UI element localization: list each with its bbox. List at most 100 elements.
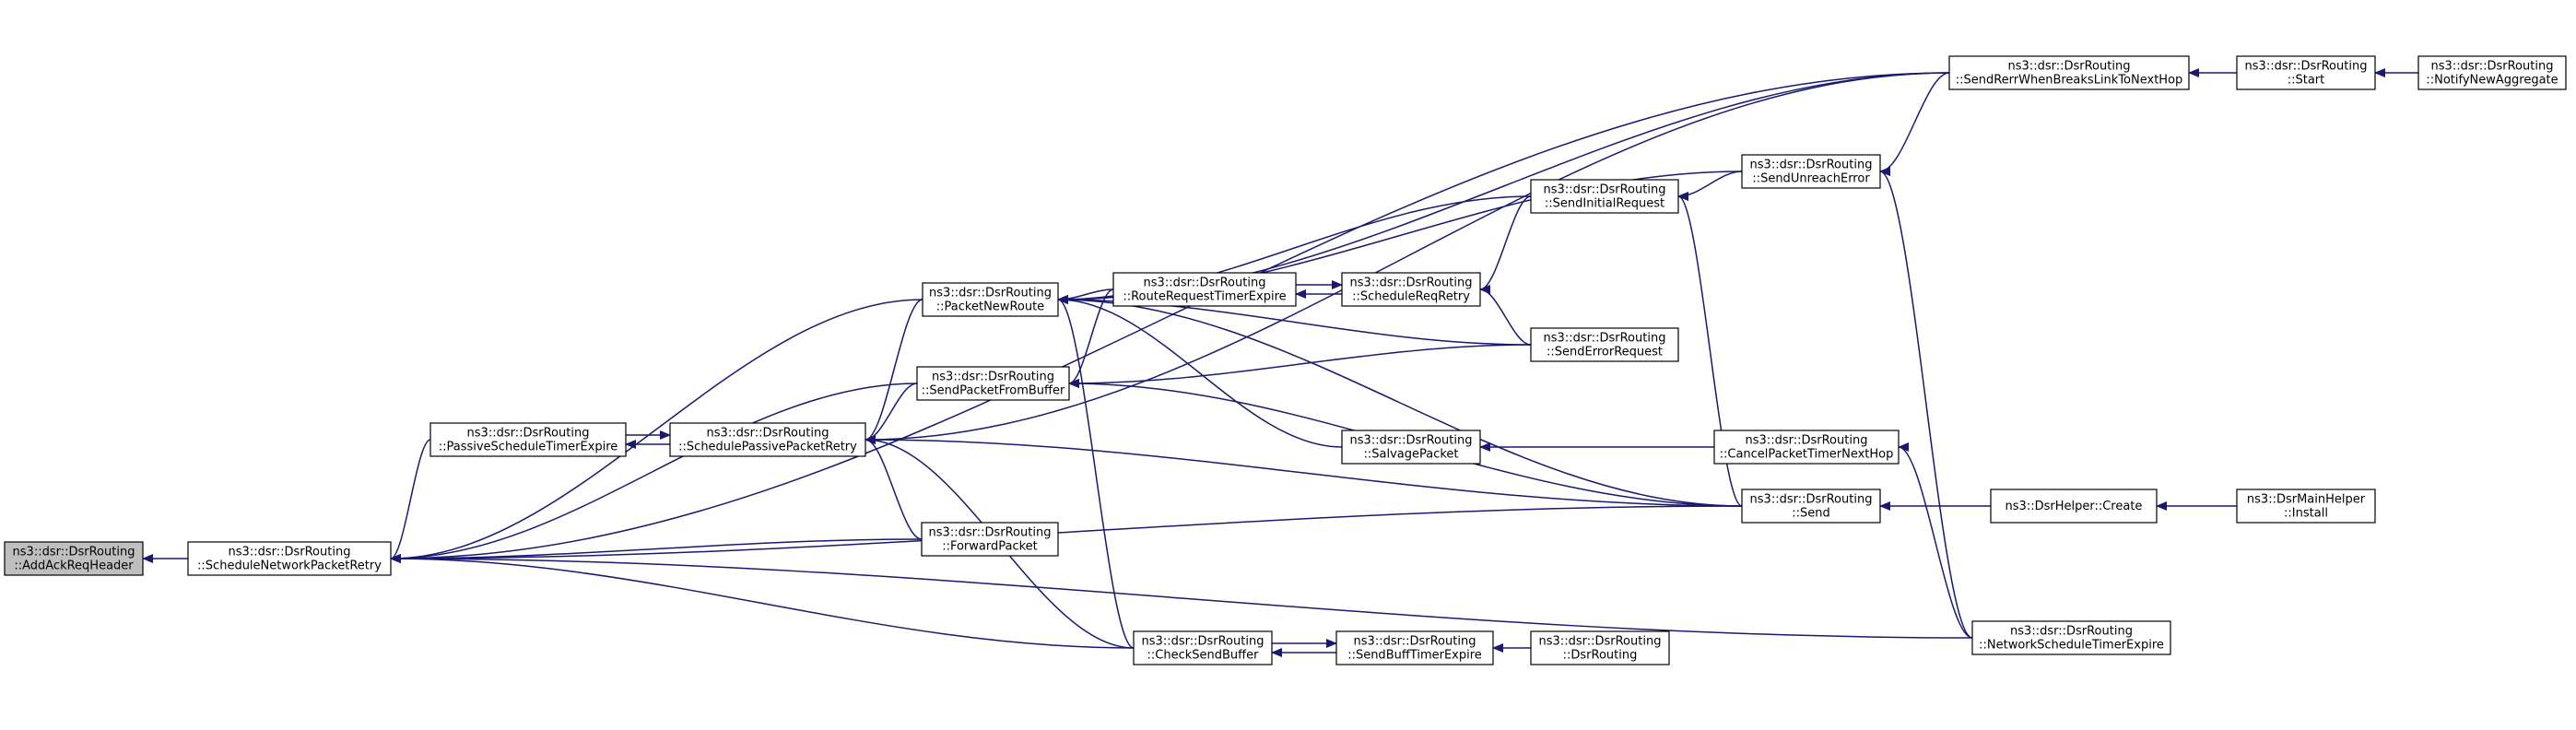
node-label-line: ::SendErrorRequest: [1547, 346, 1663, 359]
node-box: [921, 522, 1059, 557]
edge-path: [1057, 295, 1343, 448]
node-box: [4, 541, 144, 576]
node-label-line: ::NetworkScheduleTimerExpire: [1979, 639, 2164, 653]
node-box: [1341, 430, 1481, 465]
edge-netsched-to-sendunreach: [1879, 167, 1973, 639]
node-label-line: ns3::dsr::DsrRouting: [1142, 635, 1264, 649]
node-label-line: ::Install: [2284, 507, 2328, 521]
node-label-line: ns3::dsr::DsrRouting: [1746, 434, 1868, 448]
node-box: [669, 422, 866, 457]
node-sendbufftimer[interactable]: ns3::dsr::DsrRouting::SendBuffTimerExpir…: [1335, 630, 1494, 665]
edge-send-to-schedpassive: [865, 435, 1743, 507]
node-schedreq[interactable]: ns3::dsr::DsrRouting::ScheduleReqRetry: [1341, 272, 1481, 307]
edge-path: [390, 554, 1973, 639]
edge-path: [865, 435, 1743, 507]
edge-path: [1057, 295, 1135, 649]
node-label-line: ::ScheduleNetworkPacketRetry: [197, 559, 382, 573]
edge-sendunreach-to-sendinit: [1677, 171, 1743, 201]
edge-send-to-packetnew: [1057, 295, 1743, 507]
node-rerr[interactable]: ns3::dsr::DsrRouting::SendRerrWhenBreaks…: [1948, 55, 2190, 90]
edge-salvage-to-packetnew: [1057, 295, 1343, 448]
node-ctor[interactable]: ns3::dsr::DsrRouting::DsrRouting: [1530, 630, 1670, 665]
node-netsched[interactable]: ns3::dsr::DsrRouting::NetworkScheduleTim…: [1971, 620, 2171, 655]
edge-netsched-to-cancelpkt: [1898, 442, 1973, 639]
node-box: [1335, 630, 1494, 665]
node-schednet[interactable]: ns3::dsr::DsrRouting::ScheduleNetworkPac…: [187, 541, 392, 576]
node-label-line: ns3::dsr::DsrRouting: [2431, 60, 2554, 74]
node-sendinit[interactable]: ns3::dsr::DsrRouting::SendInitialRequest: [1530, 179, 1679, 214]
node-box: [1133, 630, 1273, 665]
node-box: [1990, 489, 2158, 524]
node-box: [1530, 630, 1670, 665]
node-schedpassive[interactable]: ns3::dsr::DsrRouting::SchedulePassivePac…: [669, 422, 866, 457]
edge-routereq-to-sendfrombuf: [1068, 288, 1114, 388]
node-box: [1713, 430, 1900, 465]
node-notify[interactable]: ns3::dsr::DsrRouting::NotifyNewAggregate: [2417, 55, 2567, 90]
node-forward[interactable]: ns3::dsr::DsrRouting::ForwardPacket: [921, 522, 1059, 557]
node-box: [1948, 55, 2190, 90]
edge-path: [390, 554, 1135, 649]
edge-path: [1677, 171, 1743, 201]
node-label-line: ns3::dsr::DsrRouting: [2010, 625, 2133, 639]
node-passivetimer[interactable]: ns3::dsr::DsrRouting::PassiveScheduleTim…: [429, 422, 627, 457]
node-box: [922, 282, 1059, 317]
edge-path: [865, 383, 918, 444]
node-label-line: ns3::dsr::DsrRouting: [467, 427, 590, 441]
edge-send-to-sendinit: [1677, 192, 1743, 507]
node-box: [1530, 179, 1679, 214]
node-label-line: ns3::dsr::DsrRouting: [1539, 635, 1662, 649]
edge-path: [390, 505, 1743, 563]
node-label-line: ns3::dsr::DsrRouting: [929, 287, 1052, 300]
edge-sendfrombuf-to-schedpassive: [865, 383, 918, 444]
node-install[interactable]: ns3::DsrMainHelper::Install: [2236, 489, 2376, 524]
node-label-line: ::ScheduleReqRetry: [1352, 290, 1470, 304]
node-start[interactable]: ns3::dsr::DsrRouting::Start: [2236, 55, 2376, 90]
edge-sendfrombuf-to-schednet: [390, 383, 918, 563]
node-box: [429, 422, 627, 457]
edge-path: [1479, 285, 1532, 346]
edge-packetnew-to-schednet: [390, 299, 923, 563]
edges-layer: [142, 68, 2418, 657]
node-label-line: ns3::dsr::DsrRouting: [2245, 60, 2368, 74]
node-label-line: ns3::dsr::DsrRouting: [707, 427, 829, 441]
node-label-line: ns3::dsr::DsrRouting: [1750, 493, 1873, 507]
node-box: [1530, 327, 1679, 362]
node-send[interactable]: ns3::dsr::DsrRouting::Send: [1741, 489, 1881, 524]
node-senderr[interactable]: ns3::dsr::DsrRouting::SendErrorRequest: [1530, 327, 1679, 362]
edge-path: [1068, 288, 1114, 388]
node-label-line: ::PassiveScheduleTimerExpire: [439, 441, 618, 454]
node-routereq[interactable]: ns3::dsr::DsrRouting::RouteRequestTimerE…: [1112, 272, 1297, 307]
node-box: [187, 541, 392, 576]
node-label-line: ::DsrRouting: [1563, 649, 1638, 663]
node-box: [916, 366, 1070, 401]
node-label-line: ::SendUnreachError: [1752, 172, 1870, 186]
node-helpercreate[interactable]: ns3::DsrHelper::Create: [1990, 489, 2158, 524]
node-cancelpkt[interactable]: ns3::dsr::DsrRouting::CancelPacketTimerN…: [1713, 430, 1900, 465]
node-sendfrombuf[interactable]: ns3::dsr::DsrRouting::SendPacketFromBuff…: [916, 366, 1070, 401]
edge-path: [865, 435, 923, 540]
edge-rerr-to-schedpassive: [865, 72, 1950, 444]
node-checksend[interactable]: ns3::dsr::DsrRouting::CheckSendBuffer: [1133, 630, 1273, 665]
node-box: [2236, 55, 2376, 90]
node-label-line: ns3::dsr::DsrRouting: [1544, 332, 1666, 346]
node-packetnew[interactable]: ns3::dsr::DsrRouting::PacketNewRoute: [922, 282, 1059, 317]
edge-path: [1879, 72, 1950, 176]
edge-senderr-to-schedreq: [1479, 285, 1532, 346]
node-label-line: ::CancelPacketTimerNextHop: [1720, 448, 1894, 462]
node-box: [1112, 272, 1297, 307]
node-sendunreach[interactable]: ns3::dsr::DsrRouting::SendUnreachError: [1741, 154, 1881, 189]
node-label-line: ns3::dsr::DsrRouting: [13, 546, 135, 559]
edge-packetnew-to-schedpassive: [865, 299, 923, 444]
edge-checksend-to-packetnew: [1057, 295, 1135, 649]
edge-rerr-to-schednet: [390, 72, 1950, 563]
node-label-line: ::SendRerrWhenBreaksLinkToNextHop: [1956, 74, 2183, 88]
node-label-line: ns3::dsr::DsrRouting: [1354, 635, 1476, 649]
nodes-layer: ns3::dsr::DsrRouting::AddAckReqHeaderns3…: [4, 55, 2567, 665]
node-salvage[interactable]: ns3::dsr::DsrRouting::SalvagePacket: [1341, 430, 1481, 465]
node-label-line: ::Start: [2288, 74, 2325, 88]
edge-send-to-schednet: [390, 505, 1743, 563]
edge-rerr-to-sendunreach: [1879, 72, 1950, 176]
node-label-line: ::SendInitialRequest: [1545, 197, 1664, 211]
node-label-line: ::ForwardPacket: [942, 540, 1038, 554]
edge-senderr-to-sendfrombuf: [1068, 344, 1532, 388]
